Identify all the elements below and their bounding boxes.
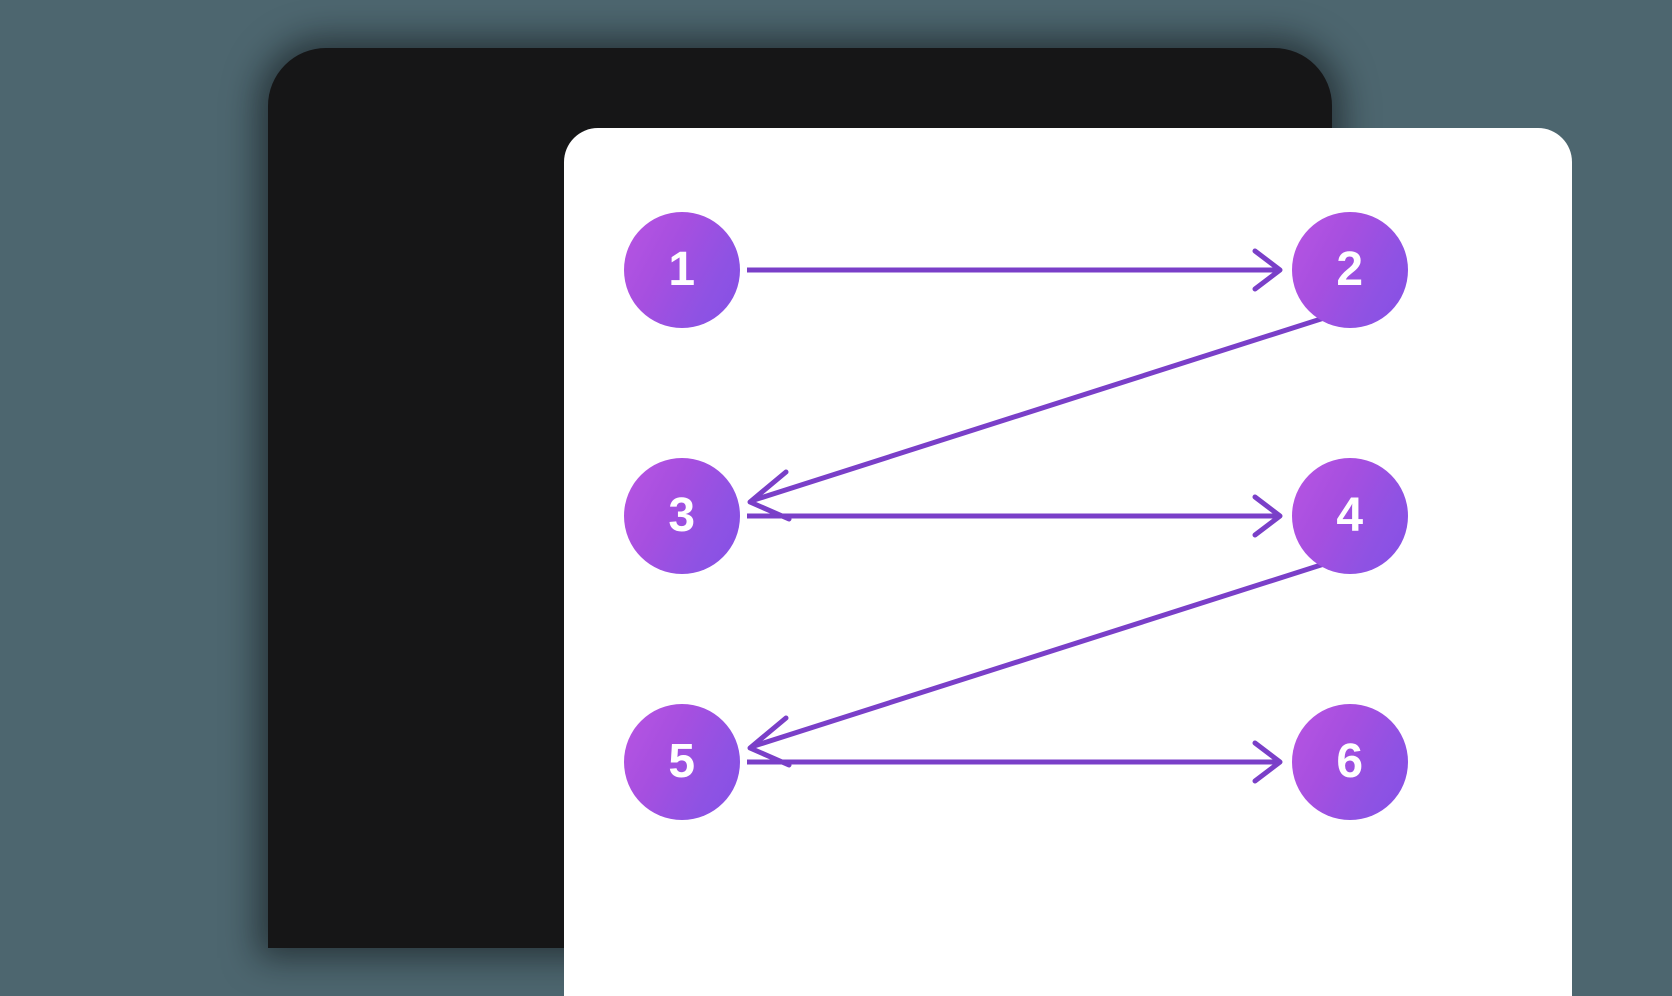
node-3[interactable]: 3 — [624, 458, 740, 574]
node-1-label: 1 — [668, 243, 696, 296]
diagram-canvas-card: 1 2 3 4 5 6 — [564, 128, 1572, 996]
edge-layer — [747, 248, 1325, 784]
edge-4-to-5 — [747, 561, 1325, 768]
node-4-label: 4 — [1336, 489, 1364, 542]
node-2[interactable]: 2 — [1292, 212, 1408, 328]
screenshot-stage: 1 2 3 4 5 6 — [268, 48, 1572, 996]
node-1[interactable]: 1 — [624, 212, 740, 328]
node-3-label: 3 — [668, 489, 696, 542]
node-6-label: 6 — [1336, 735, 1364, 788]
boustrophedon-flow-diagram: 1 2 3 4 5 6 — [564, 128, 1572, 996]
edge-3-to-4 — [747, 494, 1283, 538]
device-bezel: 1 2 3 4 5 6 — [268, 48, 1572, 996]
node-5-label: 5 — [668, 735, 696, 788]
node-2-label: 2 — [1336, 243, 1364, 296]
edge-1-to-2 — [747, 248, 1283, 292]
node-6[interactable]: 6 — [1292, 704, 1408, 820]
edge-5-to-6 — [747, 740, 1283, 784]
edge-2-to-3 — [747, 315, 1325, 522]
node-5[interactable]: 5 — [624, 704, 740, 820]
node-4[interactable]: 4 — [1292, 458, 1408, 574]
